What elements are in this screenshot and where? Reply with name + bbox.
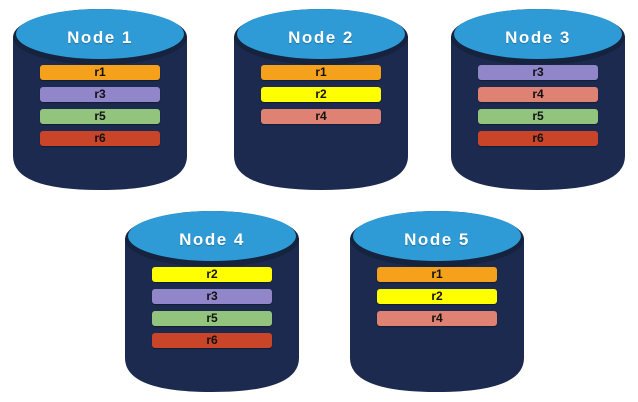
replica-bar-r1[interactable]: r1: [261, 65, 381, 80]
replica-stack: r1 r2 r4: [377, 267, 497, 333]
replica-bar-r2[interactable]: r2: [377, 289, 497, 304]
replica-bar-r1[interactable]: r1: [377, 267, 497, 282]
replica-bar-r3[interactable]: r3: [152, 289, 272, 304]
replica-bar-r5[interactable]: r5: [152, 311, 272, 326]
cylinder-top: [454, 9, 622, 59]
replica-bar-r5[interactable]: r5: [478, 109, 598, 124]
cylinder-top: [128, 211, 296, 261]
replica-bar-r6[interactable]: r6: [40, 131, 160, 146]
cylinder-top: [353, 211, 521, 261]
replica-bar-r5[interactable]: r5: [40, 109, 160, 124]
replica-bar-r3[interactable]: r3: [478, 65, 598, 80]
replica-bar-r6[interactable]: r6: [478, 131, 598, 146]
replica-stack: r2 r3 r5 r6: [152, 267, 272, 355]
cylinder-top: [237, 9, 405, 59]
replica-bar-r4[interactable]: r4: [261, 109, 381, 124]
replica-bar-r3[interactable]: r3: [40, 87, 160, 102]
replica-bar-r2[interactable]: r2: [261, 87, 381, 102]
cylinder-top: [16, 9, 184, 59]
replica-stack: r1 r3 r5 r6: [40, 65, 160, 153]
replica-bar-r4[interactable]: r4: [377, 311, 497, 326]
replica-bar-r6[interactable]: r6: [152, 333, 272, 348]
replica-bar-r4[interactable]: r4: [478, 87, 598, 102]
replica-bar-r2[interactable]: r2: [152, 267, 272, 282]
replica-stack: r3 r4 r5 r6: [478, 65, 598, 153]
replica-stack: r1 r2 r4: [261, 65, 381, 131]
replica-bar-r1[interactable]: r1: [40, 65, 160, 80]
